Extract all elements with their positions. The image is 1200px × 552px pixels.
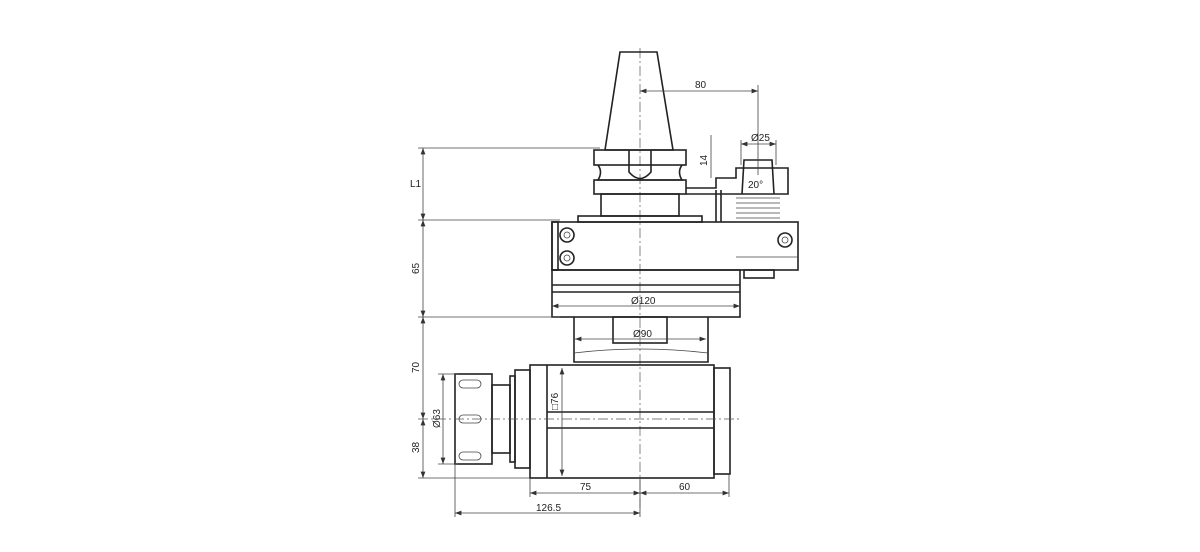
dim-76: □76 (550, 368, 565, 476)
dim-left-chain: L1 65 70 38 (410, 147, 600, 479)
svg-text:65: 65 (411, 262, 422, 274)
svg-text:Ø120: Ø120 (631, 296, 656, 307)
svg-text:14: 14 (699, 154, 710, 166)
dim-120: Ø120 (552, 296, 740, 309)
dim-63: Ø63 (432, 373, 458, 465)
svg-text:Ø25: Ø25 (751, 133, 770, 144)
svg-text:126.5: 126.5 (536, 503, 561, 514)
taper-shank (604, 51, 674, 151)
main-housing (551, 221, 799, 318)
dim-25: Ø25 (740, 133, 777, 165)
dim-bottom: 75 60 126.5 (454, 464, 730, 517)
stop-block (686, 159, 789, 222)
dim-14: 14 (699, 135, 712, 178)
svg-text:38: 38 (411, 441, 422, 453)
dim-80: 80 (640, 80, 759, 175)
svg-text:□76: □76 (550, 392, 561, 410)
svg-text:75: 75 (580, 482, 592, 493)
v-flange (577, 149, 703, 223)
head-body (529, 364, 731, 479)
dim-20deg: 20° (748, 180, 763, 191)
dim-90: Ø90 (575, 329, 706, 342)
svg-text:60: 60 (679, 482, 691, 493)
svg-text:80: 80 (695, 80, 707, 91)
svg-text:Ø63: Ø63 (432, 409, 443, 428)
svg-text:L1: L1 (410, 179, 422, 190)
svg-text:70: 70 (411, 361, 422, 373)
svg-text:Ø90: Ø90 (633, 329, 652, 340)
neck (573, 316, 709, 363)
